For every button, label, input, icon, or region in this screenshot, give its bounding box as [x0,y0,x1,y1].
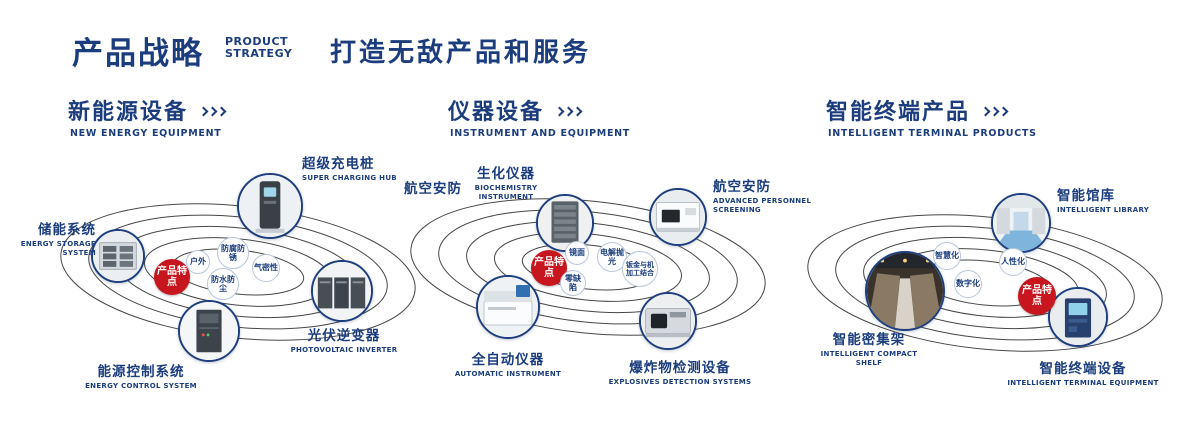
compact-shelf-image [867,253,943,329]
section-subtitle-en: NEW ENERGY EQUIPMENT [70,128,222,139]
label-super-charging-hub: 超级充电桩 SUPER CHARGING HUB [302,156,397,182]
feature-bubble-humanized: 人性化 [999,248,1027,276]
node-compact-shelf [865,251,945,331]
terminal-kiosk-image [1050,289,1106,345]
feature-bubble-waterproof: 防水防尘 [207,268,239,300]
node-energy-storage [91,229,145,283]
feature-bubble-electropolish: 电解抛光 [597,242,627,272]
label-automatic-instrument: 全自动仪器 AUTOMATIC INSTRUMENT [454,352,562,378]
node-personnel-screening [649,188,707,246]
feature-bubble-digital: 数字化 [954,270,982,298]
product-features-badge: 产品特点 [154,259,190,295]
node-automatic-instrument [476,275,540,339]
node-explosives-detection [639,292,697,350]
label-aviation-security-left: 航空安防 [404,181,462,197]
feature-bubble-outdoor: 户外 [186,250,210,274]
feature-bubble-anticorrosion: 防腐防锈 [217,237,249,269]
page-title-en-line1: PRODUCT [225,35,289,48]
feature-bubble-mirror: 镜面 [565,241,589,265]
label-personnel-screening: 航空安防 ADVANCED PERSONNEL SCREENING [713,179,812,215]
feature-bubble-sheetmetal: 钣金与机加工结合 [622,251,658,287]
triple-chevron-icon [980,106,1009,116]
section-title-intelligent-terminal: 智能终端产品 [826,94,1009,126]
feature-bubble-airtight: 气密性 [252,254,280,282]
section-title-instruments: 仪器设备 [448,94,583,126]
library-room-image [993,195,1049,251]
instrument-rack-image [538,196,592,250]
page-subtitle: 打造无敌产品和服务 [330,38,592,68]
inverter-cabinets-image [313,262,371,320]
section-subtitle-en: INSTRUMENT AND EQUIPMENT [450,128,630,139]
label-pv-inverter: 光伏逆变器 PHOTOVOLTAIC INVERTER [290,328,398,354]
label-intelligent-library: 智能馆库 INTELLIGENT LIBRARY [1057,188,1150,214]
section-title-text: 智能终端产品 [826,100,971,125]
charging-pile-image [239,175,301,237]
explosives-scanner-image [641,294,695,348]
feature-bubble-zero-defect: 零缺陷 [560,270,586,296]
node-terminal-equipment [1048,287,1108,347]
automatic-analyzer-image [478,277,538,337]
label-energy-control: 能源控制系统 ENERGY CONTROL SYSTEM [85,364,197,390]
page-title-en: PRODUCT STRATEGY [225,35,293,61]
label-compact-shelf: 智能密集架 INTELLIGENT COMPACT SHELF [820,332,918,368]
node-super-charging-hub [237,173,303,239]
feature-bubble-smart: 智慧化 [933,242,961,270]
product-features-badge: 产品特点 [1018,277,1056,315]
node-energy-control [178,300,240,362]
label-energy-storage: 储能系统 ENERGY STORAGE SYSTEM [20,222,96,258]
control-cabinet-image [180,302,238,360]
label-terminal-equipment: 智能终端设备 INTELLIGENT TERMINAL EQUIPMENT [1007,361,1159,387]
section-title-text: 仪器设备 [448,100,545,125]
node-pv-inverter [311,260,373,322]
section-subtitle-en: INTELLIGENT TERMINAL PRODUCTS [828,128,1037,139]
page-title: 产品战略 [72,36,204,72]
node-biochemistry-instrument [536,194,594,252]
node-intelligent-library [991,193,1051,253]
screening-machine-image [651,190,705,244]
page-title-en-line2: STRATEGY [225,47,293,61]
label-biochemistry-instrument: 生化仪器 BIOCHEMISTRY INSTRUMENT [474,166,538,202]
section-title-new-energy: 新能源设备 [68,94,227,126]
label-explosives-detection: 爆炸物检测设备 EXPLOSIVES DETECTION SYSTEMS [608,360,752,386]
energy-storage-image [93,231,143,281]
section-title-text: 新能源设备 [68,100,189,125]
